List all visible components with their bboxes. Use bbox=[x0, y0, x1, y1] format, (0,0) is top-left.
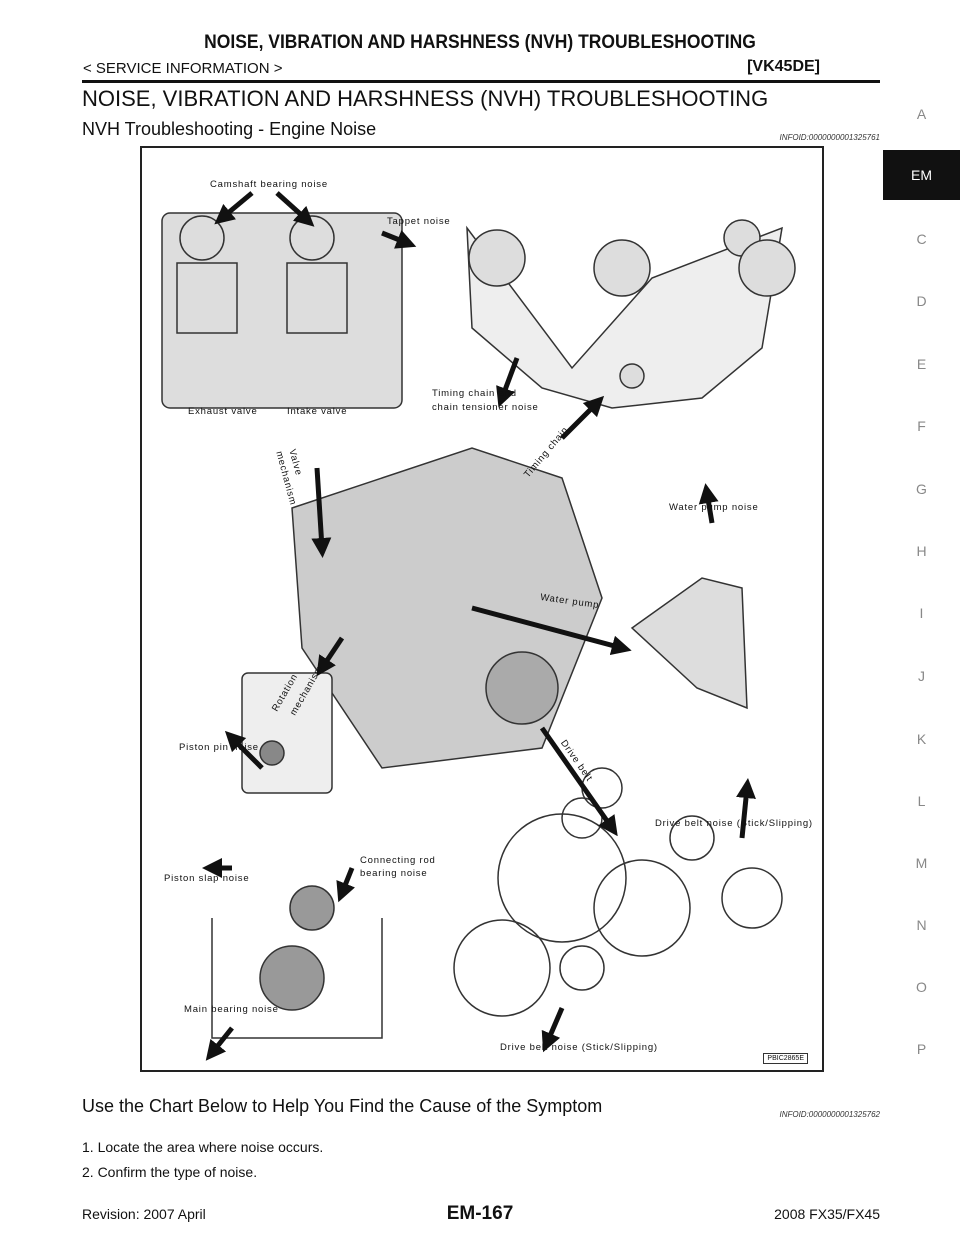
label-timing-chain-noise-1: Timing chain and bbox=[432, 388, 517, 399]
side-tab-p[interactable]: P bbox=[916, 1041, 927, 1057]
label-main-bearing-noise: Main bearing noise bbox=[184, 1004, 279, 1015]
running-header-title: NOISE, VIBRATION AND HARSHNESS (NVH) TRO… bbox=[204, 32, 756, 53]
footer-revision: Revision: 2007 April bbox=[82, 1206, 206, 1222]
engine-noise-diagram: Camshaft bearing noise Tappet noise Exha… bbox=[140, 146, 824, 1072]
info-id: INFOID:0000000001325762 bbox=[779, 1110, 880, 1119]
label-tappet-noise: Tappet noise bbox=[387, 216, 451, 227]
label-water-pump-noise: Water pump noise bbox=[669, 502, 759, 513]
side-tab-o[interactable]: O bbox=[916, 979, 927, 995]
engine-code: [VK45DE] bbox=[747, 58, 820, 75]
label-camshaft-bearing-noise: Camshaft bearing noise bbox=[210, 179, 328, 190]
label-drive-belt-noise-bottom: Drive belt noise (Stick/Slipping) bbox=[500, 1042, 658, 1053]
side-tab-f[interactable]: F bbox=[917, 418, 926, 434]
label-piston-pin-noise: Piston pin noise bbox=[179, 742, 259, 753]
footer-model: 2008 FX35/FX45 bbox=[774, 1206, 880, 1222]
subsection-title: NVH Troubleshooting - Engine Noise bbox=[82, 119, 377, 139]
label-drive-belt-noise-top: Drive belt noise (Stick/Slipping) bbox=[655, 818, 813, 829]
side-tab-j[interactable]: J bbox=[918, 668, 925, 684]
label-timing-chain-noise-2: chain tensioner noise bbox=[432, 402, 539, 413]
header-rule bbox=[82, 80, 880, 83]
label-connecting-rod: Connecting rod bbox=[360, 855, 436, 866]
info-id: INFOID:0000000001325761 bbox=[779, 133, 880, 142]
label-intake-valve: Intake valve bbox=[287, 406, 348, 417]
side-tab-em-active[interactable]: EM bbox=[883, 150, 960, 200]
subsection-title: Use the Chart Below to Help You Find the… bbox=[82, 1096, 603, 1116]
side-tab-c[interactable]: C bbox=[916, 231, 927, 247]
page-number: EM-167 bbox=[446, 1203, 514, 1224]
side-tab-n[interactable]: N bbox=[916, 917, 927, 933]
side-tab-g[interactable]: G bbox=[916, 481, 927, 497]
step-item: 1. Locate the area where noise occurs. bbox=[82, 1139, 324, 1155]
side-tab-h[interactable]: H bbox=[916, 543, 927, 559]
side-tab-d[interactable]: D bbox=[916, 293, 927, 309]
running-header-subtitle: < SERVICE INFORMATION > bbox=[83, 60, 283, 77]
step-item: 2. Confirm the type of noise. bbox=[82, 1164, 258, 1180]
label-piston-slap-noise: Piston slap noise bbox=[164, 873, 250, 884]
label-bearing-noise: bearing noise bbox=[360, 868, 428, 879]
section-title: NOISE, VIBRATION AND HARSHNESS (NVH) TRO… bbox=[82, 86, 769, 111]
engine-illustration bbox=[161, 191, 796, 1061]
side-tab-e[interactable]: E bbox=[916, 356, 927, 372]
label-exhaust-valve: Exhaust valve bbox=[188, 406, 258, 417]
side-tab-a[interactable]: A bbox=[916, 106, 927, 122]
side-tab-l[interactable]: L bbox=[917, 793, 926, 809]
side-tab-k[interactable]: K bbox=[916, 731, 927, 747]
figure-code: PBIC2865E bbox=[763, 1053, 808, 1064]
side-tab-i[interactable]: I bbox=[919, 605, 924, 621]
side-tab-m[interactable]: M bbox=[915, 855, 928, 871]
